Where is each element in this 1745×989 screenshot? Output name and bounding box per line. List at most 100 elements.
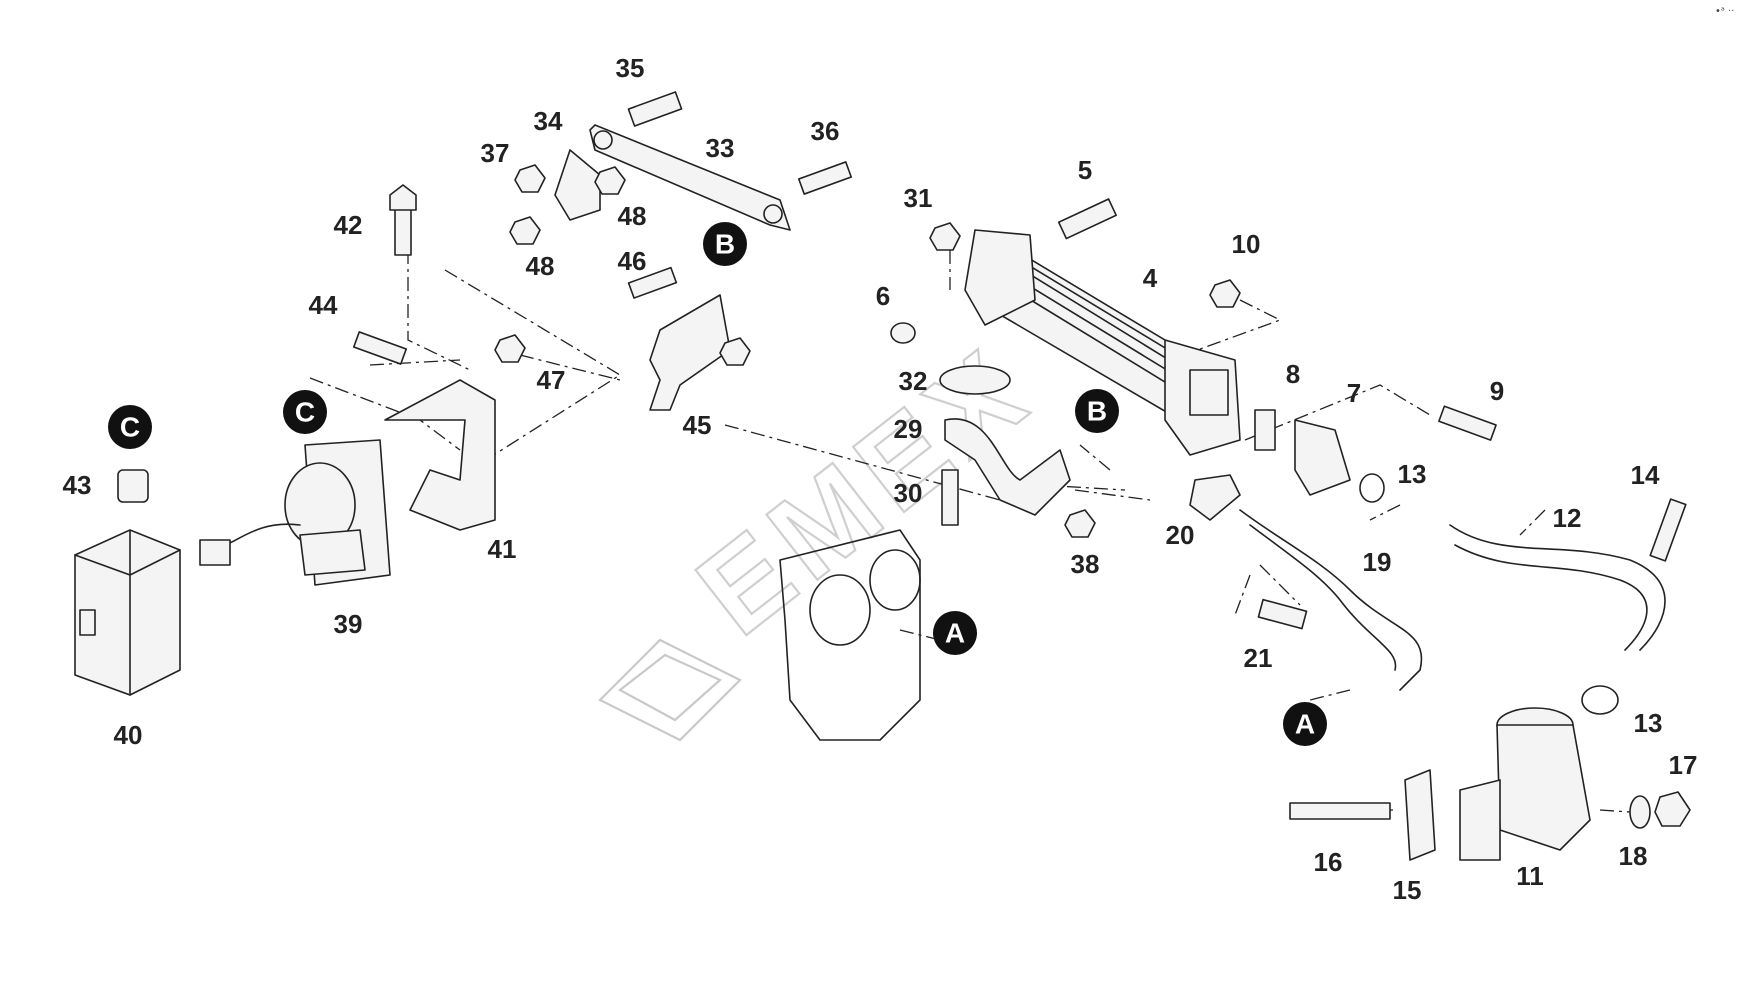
part-number-16: 16 bbox=[1314, 847, 1343, 877]
part-number-48b: 48 bbox=[526, 251, 555, 281]
bolt-35-icon bbox=[627, 91, 683, 127]
part-number-30: 30 bbox=[894, 478, 923, 508]
part-number-21: 21 bbox=[1244, 643, 1273, 673]
svg-text:C: C bbox=[295, 397, 315, 428]
bolt-46-icon bbox=[627, 266, 678, 299]
svg-text:B: B bbox=[715, 229, 735, 260]
part-number-47: 47 bbox=[537, 365, 566, 395]
washer-18-icon bbox=[1629, 795, 1651, 829]
part-number-37: 37 bbox=[481, 138, 510, 168]
part-number-29: 29 bbox=[894, 414, 923, 444]
part-number-5: 5 bbox=[1078, 155, 1092, 185]
leader-lines bbox=[309, 250, 1631, 813]
part-number-40: 40 bbox=[114, 720, 143, 750]
callout-a-pipe: A bbox=[1283, 702, 1327, 746]
bolt-44-icon bbox=[352, 331, 408, 365]
part-number-4: 4 bbox=[1143, 263, 1158, 293]
nut-45-icon bbox=[719, 337, 751, 366]
part-number-48: 48 bbox=[618, 201, 647, 231]
part-number-18: 18 bbox=[1619, 841, 1648, 871]
part-number-31: 31 bbox=[904, 183, 933, 213]
bushing bbox=[117, 469, 149, 503]
bolt-5-icon bbox=[1057, 198, 1117, 240]
callout-c-bracket: C bbox=[283, 390, 327, 434]
nut-48a-icon bbox=[594, 166, 626, 195]
part-number-10: 10 bbox=[1232, 229, 1261, 259]
bolt-21-icon bbox=[1257, 598, 1308, 630]
gasket-15-icon bbox=[1404, 769, 1436, 861]
washer-6-icon bbox=[890, 322, 916, 344]
part-number-34: 34 bbox=[534, 106, 563, 136]
part-number-6: 6 bbox=[876, 281, 890, 311]
nut-17-icon bbox=[1654, 791, 1691, 827]
part-number-44: 44 bbox=[309, 290, 338, 320]
part-number-35: 35 bbox=[616, 53, 645, 83]
link-rod bbox=[589, 124, 791, 231]
corner-mark: •ᵃ ·· bbox=[1715, 6, 1734, 17]
nut-37-icon bbox=[514, 164, 546, 193]
intake-housing bbox=[779, 529, 921, 741]
callout-b-upper: B bbox=[703, 222, 747, 266]
part-number-43: 43 bbox=[63, 470, 92, 500]
part-number-7: 7 bbox=[1347, 378, 1361, 408]
callouts: B B C C A A bbox=[108, 222, 1327, 746]
svg-text:C: C bbox=[120, 412, 140, 443]
part-number-12: 12 bbox=[1553, 503, 1582, 533]
bolt-42-icon bbox=[389, 184, 417, 256]
svg-text:A: A bbox=[1295, 709, 1315, 740]
part-number-11: 11 bbox=[1516, 861, 1544, 891]
stud-16-icon bbox=[1289, 802, 1391, 820]
oring-13a-icon bbox=[1359, 473, 1385, 503]
part-number-38: 38 bbox=[1071, 549, 1100, 579]
part-numbers: 35 34 33 36 37 48 48 42 46 44 47 45 31 5… bbox=[63, 53, 1698, 905]
part-number-41: 41 bbox=[488, 534, 517, 564]
part-number-36: 36 bbox=[811, 116, 840, 146]
flange-7 bbox=[1294, 419, 1351, 496]
part-number-14: 14 bbox=[1631, 460, 1660, 490]
part-number-15: 15 bbox=[1393, 875, 1422, 905]
callout-a-housing: A bbox=[933, 611, 977, 655]
pipe-12 bbox=[1449, 524, 1666, 651]
egr-pipes bbox=[1239, 509, 1666, 691]
part-number-45: 45 bbox=[683, 410, 712, 440]
part-number-19: 19 bbox=[1363, 547, 1392, 577]
pipe-19 bbox=[1239, 509, 1423, 691]
bolt-36-icon bbox=[797, 161, 853, 195]
callout-b-lower: B bbox=[1075, 389, 1119, 433]
part-number-17: 17 bbox=[1669, 750, 1698, 780]
nut-48b-icon bbox=[509, 216, 541, 245]
lever-plate bbox=[554, 149, 601, 221]
elbow-housing bbox=[1459, 707, 1591, 861]
nut-38-icon bbox=[1064, 509, 1096, 538]
part-number-8: 8 bbox=[1286, 359, 1300, 389]
callout-c-box: C bbox=[108, 405, 152, 449]
nut-47-icon bbox=[494, 334, 526, 363]
part-number-20: 20 bbox=[1166, 520, 1195, 550]
bolt-14-icon bbox=[1649, 498, 1687, 562]
part-number-42: 42 bbox=[334, 210, 363, 240]
bolt-30-icon bbox=[941, 469, 959, 526]
part-number-13b: 13 bbox=[1634, 708, 1663, 738]
egr-valve-actuator bbox=[199, 439, 391, 586]
fasteners bbox=[352, 91, 1691, 861]
svg-text:B: B bbox=[1087, 396, 1107, 427]
cover-box bbox=[74, 529, 181, 696]
part-number-39: 39 bbox=[334, 609, 363, 639]
svg-text:A: A bbox=[945, 618, 965, 649]
mounting-bracket bbox=[384, 379, 496, 531]
gasket-20-icon bbox=[1189, 474, 1241, 521]
part-number-33: 33 bbox=[706, 133, 735, 163]
nut-10-icon bbox=[1209, 279, 1241, 308]
flange-pipe-29 bbox=[944, 418, 1071, 516]
egr-cooler bbox=[964, 229, 1241, 456]
part-number-32: 32 bbox=[899, 366, 928, 396]
oring-13b-icon bbox=[1581, 685, 1619, 715]
part-number-13: 13 bbox=[1398, 459, 1427, 489]
gasket-32-icon bbox=[939, 365, 1011, 395]
nut-31-icon bbox=[929, 222, 961, 251]
part-number-46: 46 bbox=[618, 246, 647, 276]
heat-shield bbox=[649, 294, 731, 411]
bolt-9-icon bbox=[1438, 405, 1497, 441]
valve-8-icon bbox=[1254, 409, 1276, 451]
